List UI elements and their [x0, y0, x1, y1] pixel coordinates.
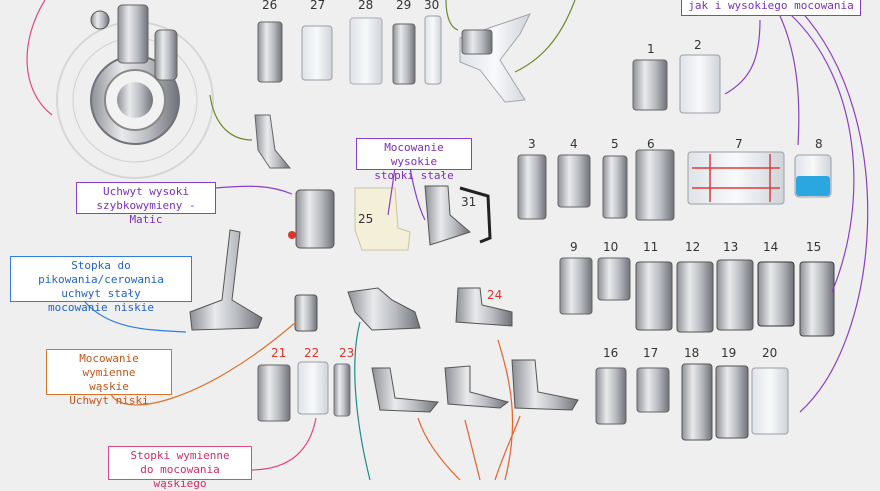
- feet-illustration: [26, 0, 869, 480]
- foot-number: 27: [310, 0, 326, 12]
- label-high-holder: Uchwyt wysoki szybkowymieny - Matic: [76, 182, 216, 226]
- feet-1-2: [632, 54, 721, 114]
- foot-number: 3: [528, 137, 536, 151]
- annotation-arrows: [26, 0, 869, 480]
- feet-21-23: [257, 294, 351, 422]
- label-line: Stopka do pikowania/cerowania: [38, 259, 164, 286]
- label-line: wąskie: [89, 380, 129, 393]
- label-text: jak i wysokiego mocowania: [688, 0, 854, 12]
- foot-number: 13: [723, 240, 739, 254]
- label-line: Stopki wymienne: [130, 449, 230, 462]
- foot-number: 25: [358, 212, 374, 226]
- label-line: Uchwyt wysoki: [102, 185, 190, 198]
- label-narrow-feet: Stopki wymienne do mocowania wąskiego: [108, 446, 252, 490]
- label-high-and-low-mount: jak i wysokiego mocowania: [681, 0, 861, 16]
- foot-number: 26: [262, 0, 278, 12]
- foot-number: 15: [806, 240, 822, 254]
- foot-number: 2: [694, 38, 702, 52]
- foot-number: 10: [603, 240, 619, 254]
- quilting-foot: [189, 229, 263, 331]
- foot-number: 16: [603, 346, 619, 360]
- label-line: szybkowymieny - Matic: [96, 199, 196, 226]
- center-holders: [288, 185, 492, 251]
- label-narrow-low-mount: Mocowanie wymienne wąskie Uchwyt niski: [46, 349, 172, 407]
- foot-number: 5: [611, 137, 619, 151]
- foot-number: 22: [304, 346, 320, 360]
- label-line: stopki stałe: [374, 169, 454, 182]
- foot-number: 1: [647, 42, 655, 56]
- feet-9-15: [559, 257, 835, 337]
- label-high-fixed-mount: Mocowanie wysokie stopki stałe: [356, 138, 472, 182]
- label-quilting-foot: Stopka do pikowania/cerowania uchwyt sta…: [10, 256, 192, 314]
- foot-number: 4: [570, 137, 578, 151]
- foot-number: 23: [339, 346, 355, 360]
- label-line: uchwyt stały: [61, 287, 141, 300]
- feet-16-20: [595, 363, 789, 441]
- foot-number: 14: [763, 240, 779, 254]
- foot-number: 9: [570, 240, 578, 254]
- label-line: Mocowanie wysokie: [384, 141, 444, 168]
- foot-number: 18: [684, 346, 700, 360]
- foot-number: 20: [762, 346, 778, 360]
- circular-foot: [56, 4, 214, 179]
- foot-number: 30: [424, 0, 440, 12]
- label-line: Mocowanie wymienne: [79, 352, 139, 379]
- foot-number: 29: [396, 0, 412, 12]
- foot-number: 21: [271, 346, 287, 360]
- foot-number: 12: [685, 240, 701, 254]
- foot-number: 24: [487, 288, 503, 302]
- foot-number: 7: [735, 137, 743, 151]
- hinge-foot: [254, 114, 292, 169]
- foot-number: 6: [647, 137, 655, 151]
- foot-number: 8: [815, 137, 823, 151]
- label-line: do mocowania wąskiego: [140, 463, 220, 490]
- foot-number: 11: [643, 240, 659, 254]
- foot-number: 31: [461, 195, 477, 209]
- feet-26-30: [257, 13, 531, 103]
- feet-middle-row: [347, 287, 579, 413]
- photo-stage: 26 27 28 29 30 1 2 3 4 5 6 7 8 9 10 11 1…: [10, 0, 869, 490]
- label-line: Uchwyt niski: [69, 394, 149, 407]
- foot-number: 17: [643, 346, 659, 360]
- feet-3-8: [517, 149, 832, 221]
- label-line: mocowanie niskie: [48, 301, 154, 314]
- foot-number: 28: [358, 0, 374, 12]
- foot-number: 19: [721, 346, 737, 360]
